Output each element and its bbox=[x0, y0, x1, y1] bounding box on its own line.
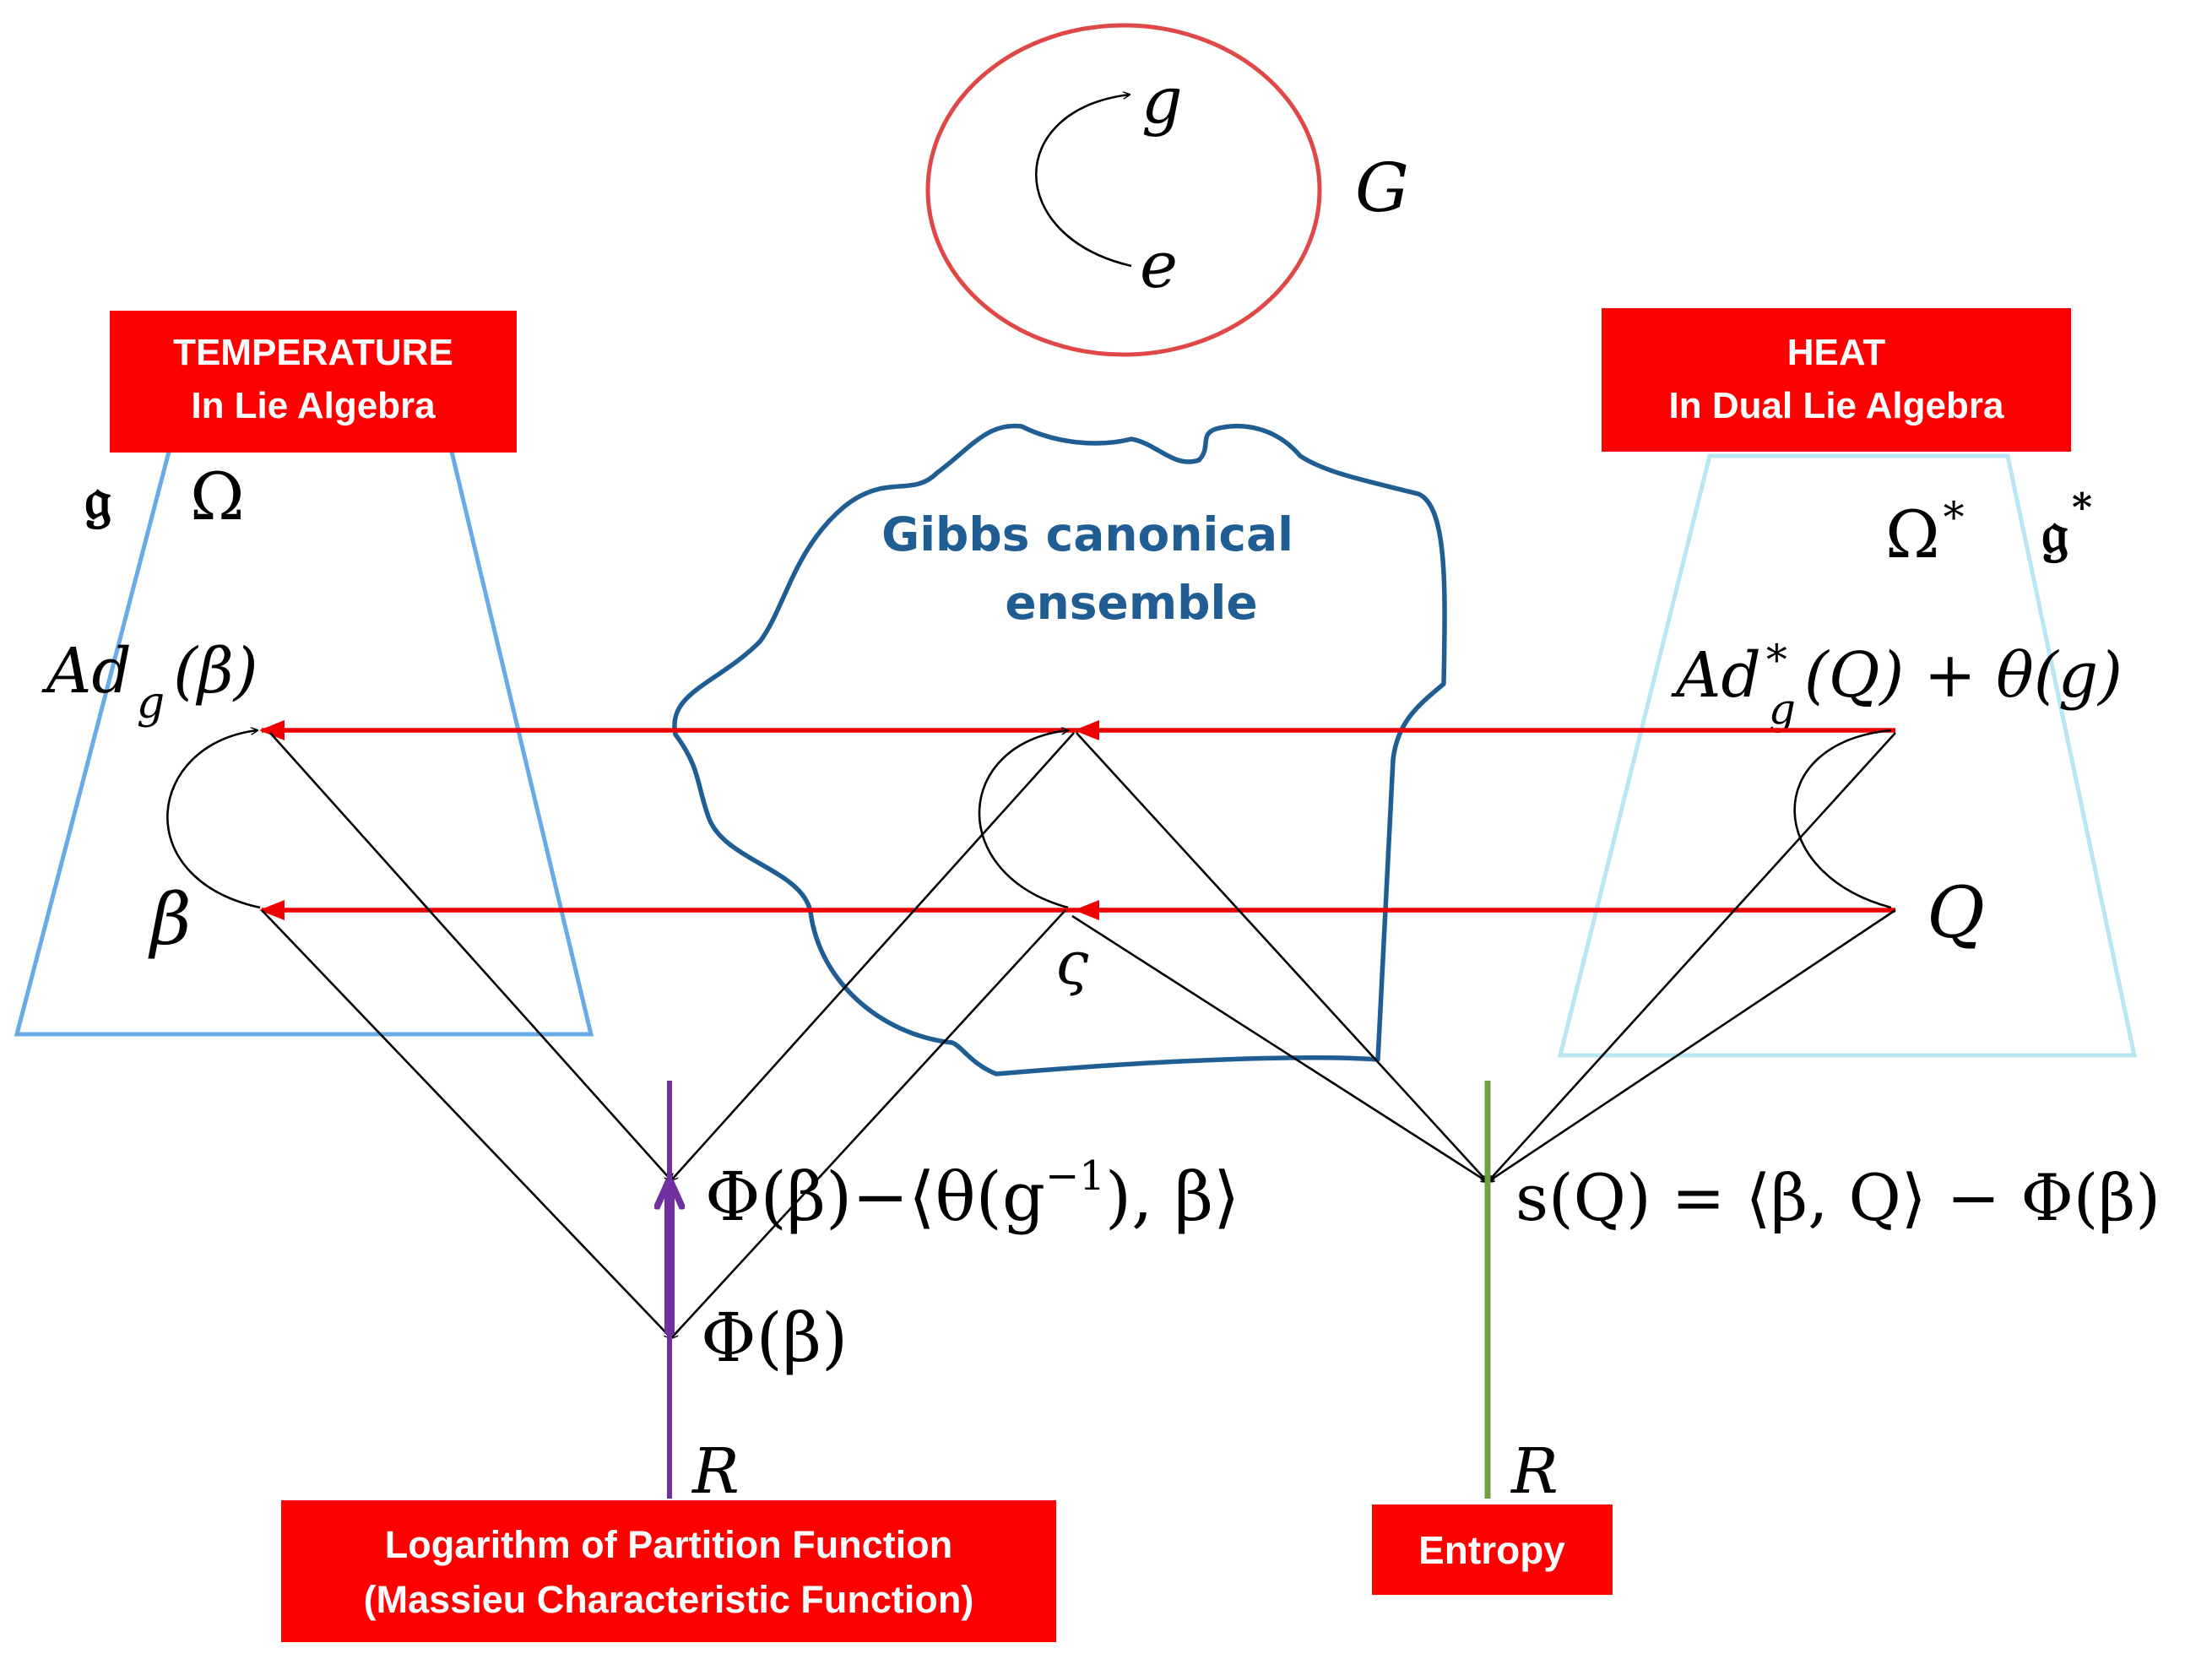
temperature-box-line2: In Lie Algebra bbox=[191, 385, 436, 426]
arrow-zeta-to-phi bbox=[671, 909, 1066, 1338]
coadjoint-action-label: Ad*g(Q) + θ(g) bbox=[1671, 636, 2123, 734]
zeta-label: ς bbox=[1055, 929, 1089, 998]
heat-box-line2: In Dual Lie Algebra bbox=[1669, 385, 2004, 426]
arrow-adbeta-to-phishift bbox=[269, 732, 671, 1180]
heat-box-line1: HEAT bbox=[1787, 332, 1886, 373]
group-circle bbox=[925, 23, 1322, 357]
arrow-Q-to-entropy bbox=[1488, 908, 1896, 1182]
arrow-zeta-top-to-entropy bbox=[1076, 732, 1488, 1182]
right-loop-arrow bbox=[1793, 729, 1892, 909]
entropy-box bbox=[1372, 1504, 1613, 1595]
arrow-zeta-top-to-phishift bbox=[671, 732, 1075, 1180]
lie-algebra-frak-g: 𝔤 bbox=[84, 462, 111, 534]
group-action-arc bbox=[1034, 95, 1132, 268]
beta-label: β bbox=[148, 878, 192, 961]
heat-box bbox=[1602, 308, 2071, 452]
omega-label: Ω bbox=[190, 459, 245, 535]
group-element-g: g bbox=[1141, 62, 1183, 138]
dual-lie-algebra-frak-g: 𝔤* bbox=[2041, 485, 2092, 567]
omega-star-label: Ω* bbox=[1885, 493, 1965, 573]
R-label-right: R bbox=[1510, 1435, 1559, 1508]
temperature-box bbox=[110, 311, 517, 453]
arrow-beta-to-phi bbox=[261, 909, 671, 1338]
left-loop-arrow bbox=[166, 730, 261, 909]
temperature-box-line1: TEMPERATURE bbox=[173, 332, 453, 373]
center-loop-arrow bbox=[978, 730, 1068, 909]
partition-box-line2: (Massieu Characteristic Function) bbox=[364, 1578, 974, 1621]
arrow-zeta-to-entropy bbox=[1071, 914, 1488, 1182]
group-identity-e: e bbox=[1140, 227, 1178, 302]
massieu-function: Φ(β) bbox=[701, 1298, 848, 1377]
group-label-G: G bbox=[1355, 149, 1409, 227]
cloud-label-line1: Gibbs canonical bbox=[881, 507, 1293, 561]
lie-algebra-trapezoid bbox=[14, 451, 594, 1037]
entropy-box-label: Entropy bbox=[1418, 1528, 1565, 1572]
Q-label: Q bbox=[1927, 871, 1985, 954]
dual-lie-algebra-trapezoid bbox=[1557, 453, 2138, 1058]
entropy-formula: s(Q) = ⟨β, Q⟩ − Φ(β) bbox=[1515, 1160, 2160, 1235]
partition-box-line1: Logarithm of Partition Function bbox=[385, 1523, 952, 1566]
partition-function-box bbox=[281, 1500, 1056, 1642]
shifted-massieu-function: Φ(β)−⟨θ(g−1), β⟩ bbox=[705, 1152, 1239, 1236]
cloud-label-line2: ensemble bbox=[1005, 576, 1257, 630]
R-label-left: R bbox=[691, 1435, 740, 1508]
arrow-coadjoint-to-entropy bbox=[1488, 732, 1896, 1182]
gibbs-ensemble-cloud bbox=[672, 423, 1447, 1076]
